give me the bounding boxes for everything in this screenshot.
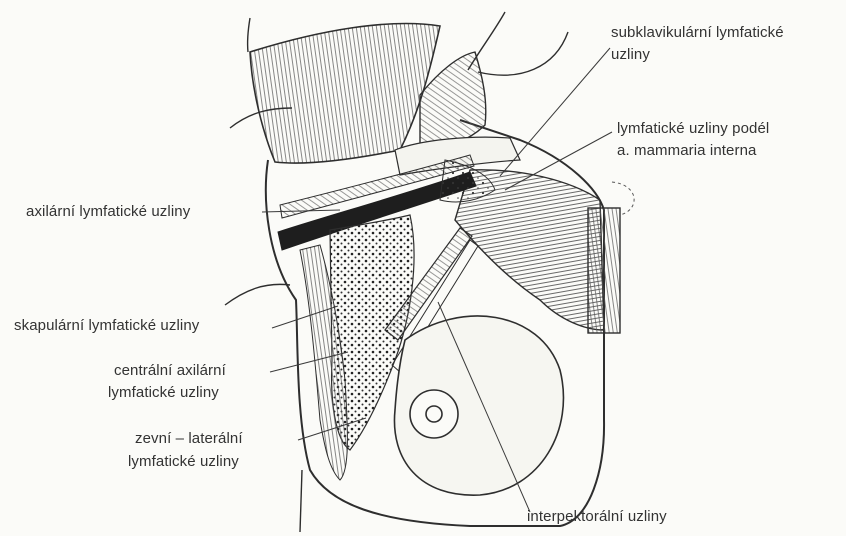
label-subclavian-line2: uzliny — [611, 44, 650, 66]
label-central-line2: lymfatické uzliny — [108, 382, 219, 404]
label-scapular: skapulární lymfatické uzliny — [14, 315, 199, 337]
label-mammaria-line2: a. mammaria interna — [617, 140, 756, 162]
label-central-line1: centrální axilární — [114, 360, 226, 382]
deltoid-muscle — [250, 24, 440, 164]
label-mammaria-line1: lymfatické uzliny podél — [617, 118, 769, 140]
label-subclavian-line1: subklavikulární lymfatické — [611, 22, 784, 44]
label-axillary: axilární lymfatické uzliny — [26, 201, 190, 223]
label-interpectoral: interpektorální uzliny — [527, 506, 667, 528]
breast-contour — [394, 316, 563, 495]
label-external-line2: lymfatické uzliny — [128, 451, 239, 473]
label-external-line1: zevní – laterální — [135, 428, 243, 450]
